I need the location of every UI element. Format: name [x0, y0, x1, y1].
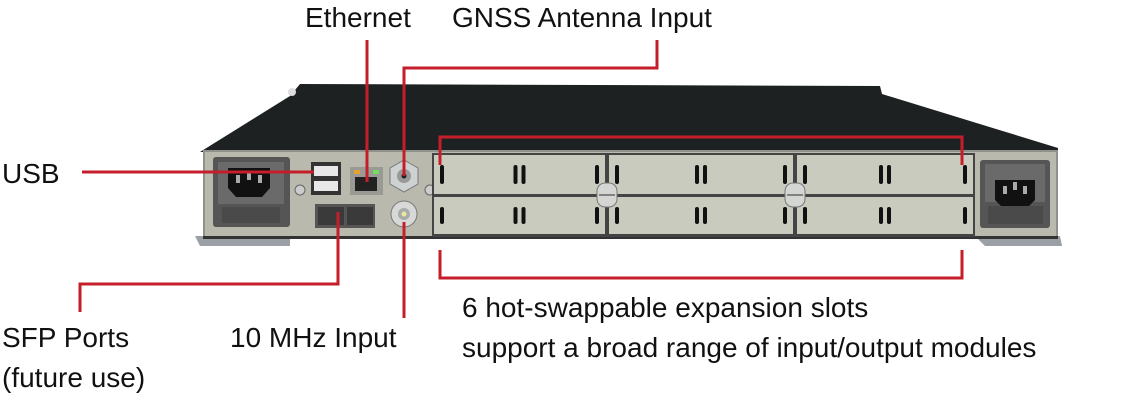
expansion-slots — [432, 153, 975, 237]
power-inlet-right — [980, 160, 1050, 228]
sfp-label-line2: (future use) — [2, 362, 146, 393]
slots-label-line2: support a broad range of input/output mo… — [462, 332, 1037, 363]
expansion-slot-6[interactable] — [797, 197, 973, 234]
chassis-top — [200, 84, 1058, 152]
sfp-ports — [315, 204, 375, 228]
callout-slots-bottom — [438, 250, 964, 280]
gnss-label: GNSS Antenna Input — [452, 2, 712, 33]
10mhz-label: 10 MHz Input — [230, 322, 397, 353]
expansion-slot-1[interactable] — [434, 155, 605, 194]
expansion-slot-5[interactable] — [609, 197, 793, 234]
slots-label-line1: 6 hot-swappable expansion slots — [462, 292, 869, 323]
power-inlet-left — [213, 157, 290, 227]
sfp-label-line1: SFP Ports — [2, 322, 130, 353]
callout-lines — [78, 40, 964, 318]
usb-ports — [311, 162, 341, 195]
ethernet-label: Ethernet — [305, 2, 411, 33]
expansion-slot-4[interactable] — [434, 197, 605, 234]
callout-sfp — [78, 212, 340, 312]
usb-label: USB — [2, 158, 60, 189]
ethernet-port — [350, 167, 383, 195]
10mhz-bnc-connector — [390, 200, 418, 228]
callout-gnss — [402, 40, 659, 176]
expansion-slot-2[interactable] — [609, 155, 793, 194]
callout-slots-top — [438, 135, 964, 165]
expansion-slot-3[interactable] — [797, 155, 973, 194]
